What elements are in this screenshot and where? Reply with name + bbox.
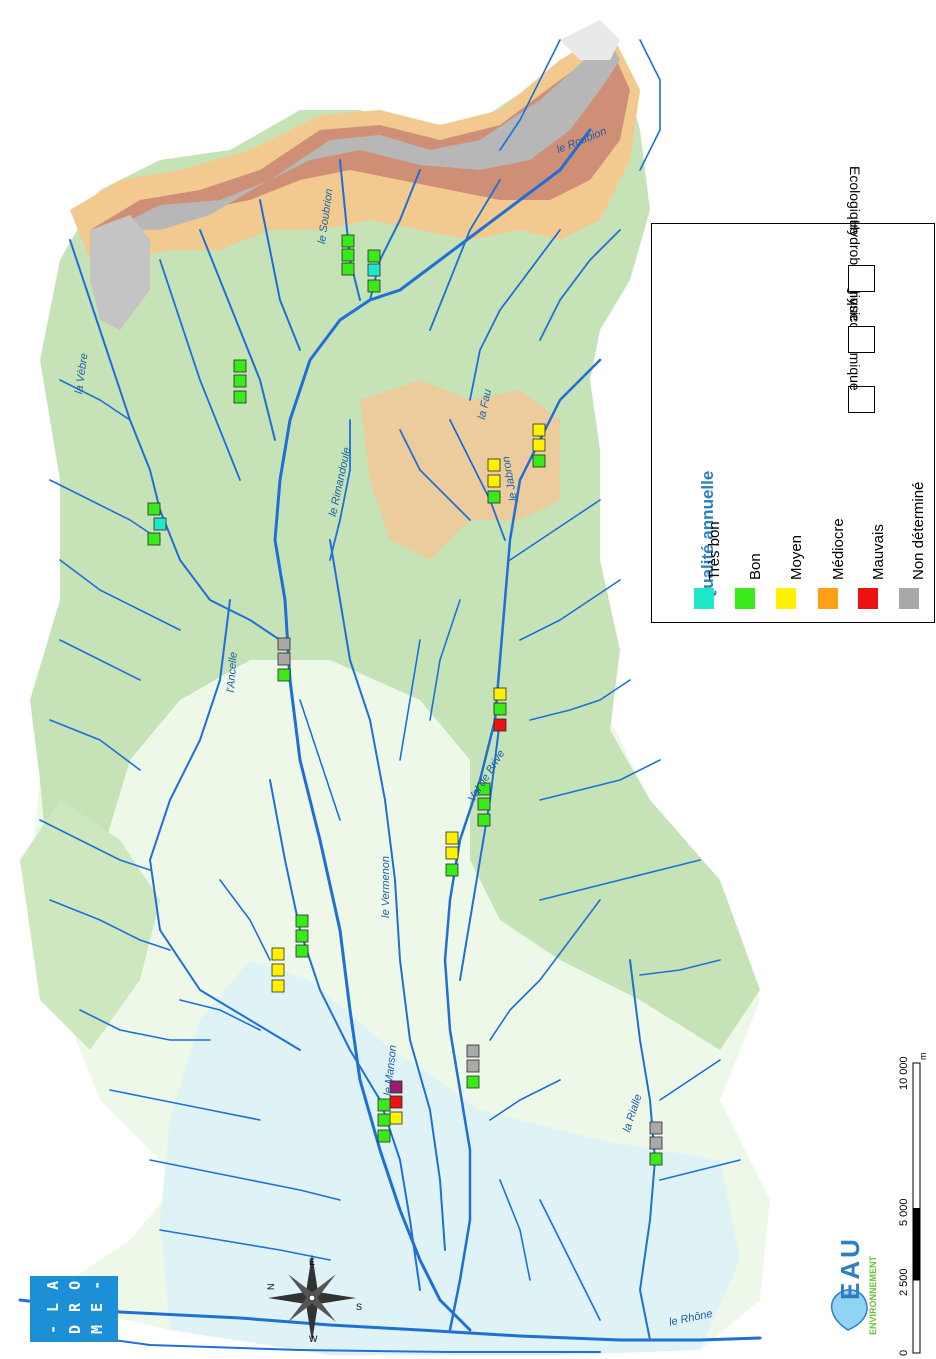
compass-icon — [268, 1254, 356, 1342]
station-vermenon[interactable] — [445, 831, 459, 877]
river-manson — [269, 779, 421, 1291]
alluvial-zone — [160, 960, 740, 1355]
station-jabron-lower[interactable] — [466, 1044, 480, 1089]
indicator-box-ecolo — [848, 265, 875, 292]
legend-swatch — [694, 588, 714, 609]
brand-drop-icon — [830, 1289, 868, 1331]
station-manson-b[interactable] — [377, 1098, 391, 1143]
station-brive[interactable] — [477, 782, 491, 827]
summit-zone — [110, 40, 620, 230]
indicator-box-hydrobio — [848, 326, 875, 353]
station-fau[interactable] — [532, 423, 546, 468]
station-manson-a[interactable] — [389, 1080, 403, 1125]
station-rialle[interactable] — [649, 1121, 663, 1166]
legend-class-label: Moyen — [788, 534, 805, 580]
compass-label-w: W — [309, 1334, 318, 1344]
river-vermenon — [329, 539, 446, 1251]
scale-label-0: 0 — [898, 1349, 910, 1356]
station-soubrion[interactable] — [341, 234, 355, 276]
summit-zone-east — [560, 20, 620, 60]
scale-label-5000: 5 000 — [898, 1198, 910, 1226]
scale-label-2500: 2 500 — [898, 1268, 910, 1296]
station-roubion-upper[interactable] — [367, 249, 381, 293]
river-jabron — [443, 358, 602, 1332]
legend-class-label: Bon — [747, 553, 764, 580]
legend-swatch — [735, 588, 755, 609]
logo-line-2: D R O — [66, 1278, 84, 1334]
compass-label-e: E — [309, 1257, 316, 1267]
river-roubion — [273, 128, 592, 1332]
legend-panel: Qualité annuelle Très bon Bon Moyen Médi… — [651, 166, 935, 623]
indicator-label-ecolo: Ecologique — [847, 166, 863, 236]
river-vebre — [69, 239, 281, 641]
station-rimandoule[interactable] — [233, 359, 247, 404]
la-drome-logo: - L A D R O M E - — [30, 1276, 118, 1342]
legend-class-label: Mauvais — [870, 524, 887, 580]
legend-swatch — [776, 588, 796, 609]
legend-class-label: Médiocre — [830, 518, 847, 580]
legend-class-label: Non déterminé — [910, 481, 927, 580]
station-jabron-middle[interactable] — [493, 687, 507, 732]
scale-bar — [912, 1062, 921, 1354]
station-ancelle-lower[interactable] — [271, 947, 285, 993]
river-ancelle — [149, 599, 301, 1051]
indicator-box-physico — [848, 386, 875, 413]
legend-swatch — [818, 588, 838, 609]
scale-label-10000: 10 000 — [898, 1056, 910, 1090]
station-jabron-upper[interactable] — [487, 458, 501, 504]
brand-title: EAU — [835, 1236, 865, 1300]
legend-swatch — [858, 588, 878, 609]
station-roubion-middle[interactable] — [277, 637, 291, 682]
station-ancelle-upper[interactable] — [295, 914, 309, 958]
station-vebre[interactable] — [147, 502, 167, 546]
compass-label-n: N — [266, 1283, 276, 1291]
river-rhone — [18, 1298, 762, 1342]
logo-line-3: M E - — [88, 1278, 106, 1334]
brand-subtitle: ENVIRONNEMENT — [868, 1255, 878, 1335]
river-brive — [459, 719, 501, 981]
legend-class-label: Très bon — [706, 521, 723, 580]
scale-unit: m — [918, 1052, 928, 1061]
logo-line-1: - L A — [44, 1278, 62, 1334]
summit-zone-west — [90, 215, 150, 330]
legend-swatch — [899, 588, 919, 609]
river-label-vermenon: le Vermenon — [380, 856, 392, 918]
highland-zone-2 — [360, 380, 560, 560]
compass-label-s: S — [356, 1302, 363, 1312]
